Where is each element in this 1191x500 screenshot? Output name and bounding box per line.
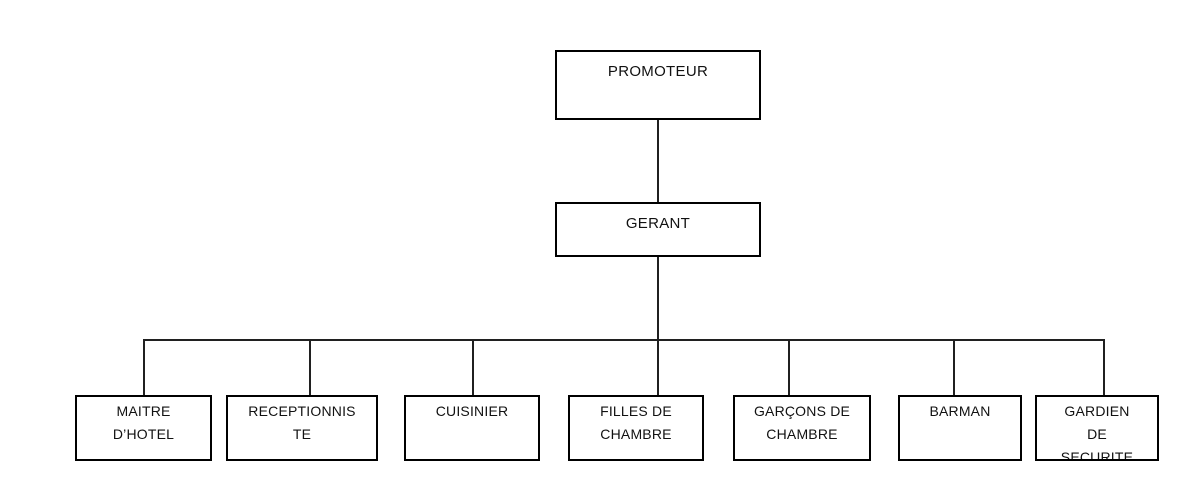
org-node-receptionniste: RECEPTIONNIS TE: [226, 395, 378, 461]
org-node-maitre-dhotel: MAITRE D’HOTEL: [75, 395, 212, 461]
org-node-garcons-de-chambre: GARÇONS DE CHAMBRE: [733, 395, 871, 461]
org-node-label-line: D’HOTEL: [112, 426, 175, 442]
org-node-label-line: CUISINIER: [435, 403, 509, 419]
org-node-label-line: MAITRE: [116, 403, 171, 419]
connector-drop-cuisinier: [472, 339, 474, 395]
org-node-label-line: DE: [1087, 426, 1107, 442]
org-node-label-line: SECURITE: [1060, 449, 1134, 461]
org-node-label-line: GARDIEN: [1064, 403, 1130, 419]
org-node-label-line: TE: [292, 426, 312, 442]
connector-drop-receptionniste: [309, 339, 311, 395]
connector-drop-garcons-de-chambre: [788, 339, 790, 395]
connector-drop-maitre-dhotel: [143, 339, 145, 395]
org-node-promoteur-label: PROMOTEUR: [607, 63, 709, 80]
org-node-label-line: CHAMBRE: [600, 426, 672, 442]
org-node-gardien-de-securite: GARDIEN DE SECURITE: [1035, 395, 1159, 461]
org-node-barman: BARMAN: [898, 395, 1022, 461]
org-node-gerant: GERANT: [555, 202, 761, 257]
org-node-promoteur: PROMOTEUR: [555, 50, 761, 120]
connector-gerant-staff: [657, 257, 659, 395]
connector-drop-barman: [953, 339, 955, 395]
connector-drop-gardien-de-securite: [1103, 339, 1105, 395]
org-node-label-line: CHAMBRE: [766, 426, 838, 442]
connector-staff-bus: [143, 339, 1105, 341]
org-node-label-line: BARMAN: [929, 403, 991, 419]
org-node-gerant-label: GERANT: [625, 215, 691, 232]
connector-promoteur-gerant: [657, 120, 659, 202]
org-node-label-line: RECEPTIONNIS: [248, 403, 356, 419]
org-node-cuisinier: CUISINIER: [404, 395, 540, 461]
org-node-filles-de-chambre: FILLES DE CHAMBRE: [568, 395, 704, 461]
org-node-label-line: FILLES DE: [600, 403, 672, 419]
org-node-label-line: GARÇONS DE: [753, 403, 851, 419]
